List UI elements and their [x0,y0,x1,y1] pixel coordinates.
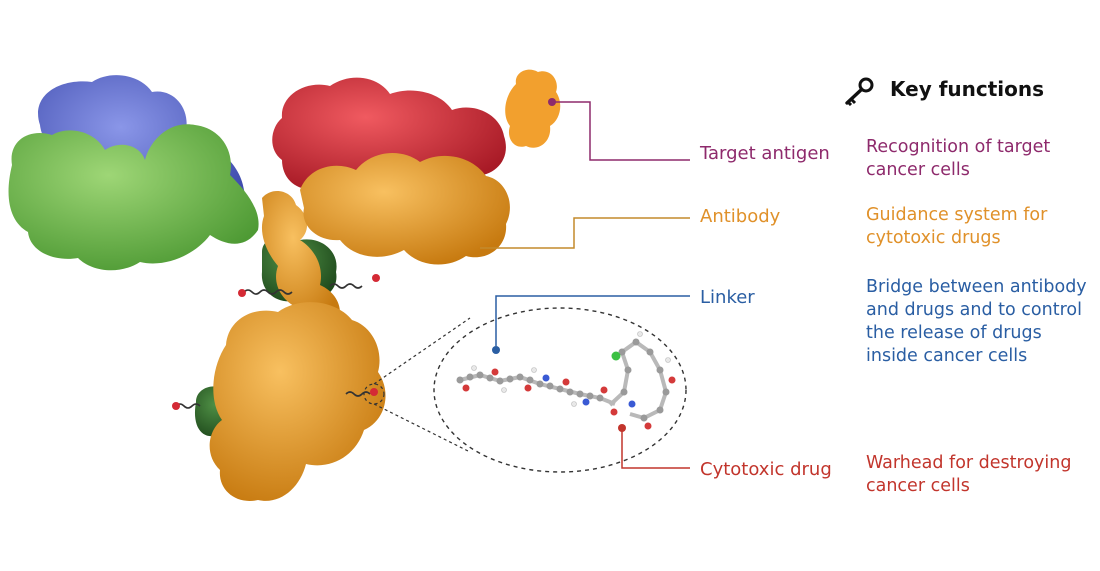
payload-chains [175,283,371,409]
drug-star [372,274,380,282]
drug-stars [172,274,380,410]
label-cytotoxic-drug: Cytotoxic drug [700,459,832,480]
target-antigen-blob [505,69,561,148]
desc-target-antigen: Recognition of target cancer cells [866,137,1051,180]
connector-linker [492,295,690,354]
connector-cytotoxic-drug [618,424,690,469]
key-functions-title: Key functions [890,77,1045,101]
drug-star [172,402,180,410]
key-icon [845,77,874,106]
molecule-linker-drug [456,331,676,430]
hinge-orange [261,190,340,326]
desc-antibody: Guidance system for cytotoxic drugs [866,205,1048,248]
connector-antibody [480,217,690,249]
left-fab-arm [8,75,259,271]
right-fab-arm [272,69,561,265]
fc-region [194,190,386,501]
desc-cytotoxic-drug: Warhead for destroying cancer cells [866,453,1072,496]
fc-orange-body [209,302,386,501]
label-target-antigen: Target antigen [700,143,830,164]
drug-star [238,289,246,297]
drug-star [370,388,378,396]
desc-linker: Bridge between antibody and drugs and to… [866,277,1087,366]
antibody-orange-arm [300,152,510,265]
label-antibody: Antibody [700,206,781,227]
light-chain-green [8,124,259,271]
zoom-ellipse [433,307,687,473]
connector-target-antigen [548,98,690,161]
label-linker: Linker [700,287,755,308]
zoom-callout [363,307,687,473]
